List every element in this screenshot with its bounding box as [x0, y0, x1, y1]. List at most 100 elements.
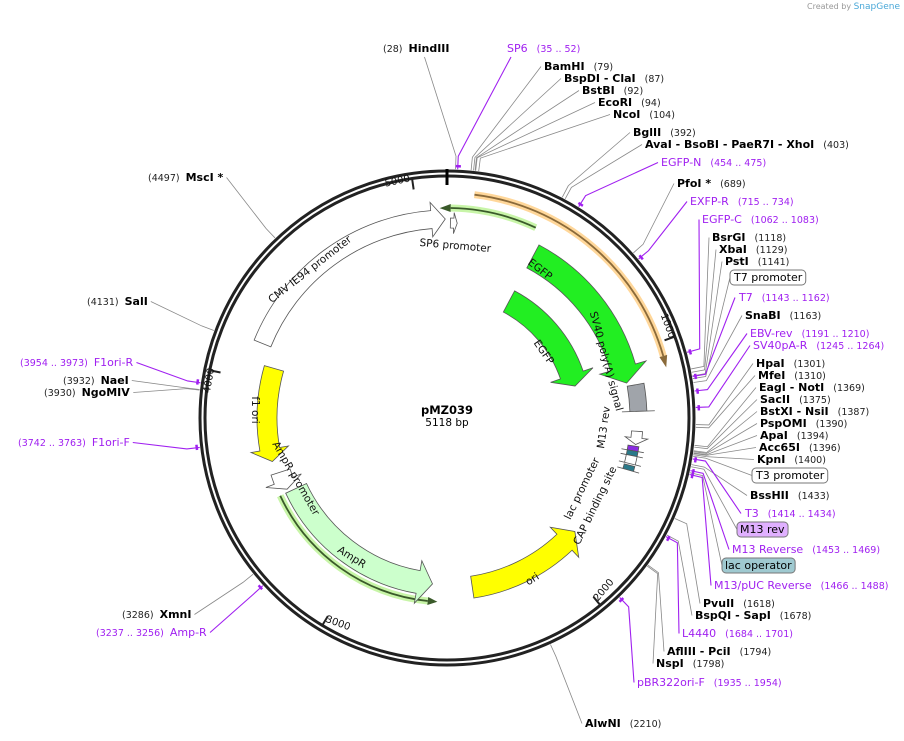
site-label-bsshii[interactable]: BssHII(1433) [750, 489, 829, 502]
site-label-bspqi-sapi[interactable]: BspQI - SapI(1678) [695, 609, 811, 622]
site-label-t7-promoter[interactable]: T7 promoter [729, 269, 807, 286]
site-label-l4440[interactable]: L4440(1684 .. 1701) [682, 627, 793, 640]
site-label-t3-promoter[interactable]: T3 promoter [751, 467, 829, 484]
site-label-ebv-rev[interactable]: EBV-rev(1191 .. 1210) [750, 327, 869, 340]
site-label-pspomi[interactable]: PspOMI(1390) [760, 417, 847, 430]
site-label-text[interactable]: SnaBI(1163) [745, 309, 821, 322]
site-label-text[interactable]: T3 promoter [755, 469, 825, 482]
site-label-text[interactable]: (28)HindIII [383, 42, 449, 55]
site-label-t7[interactable]: T7(1143 .. 1162) [738, 291, 830, 304]
site-label-text[interactable]: KpnI(1400) [757, 453, 826, 466]
site-label-text[interactable]: BssHII(1433) [750, 489, 829, 502]
site-label-text[interactable]: M13 Reverse(1453 .. 1469) [732, 543, 880, 556]
site-label-exfp-r[interactable]: EXFP-R(715 .. 734) [690, 195, 794, 208]
site-label-text[interactable]: AlwNI(2210) [585, 717, 661, 730]
site-label-alwni[interactable]: AlwNI(2210) [585, 717, 661, 730]
site-label-text[interactable]: BglII(392) [633, 126, 696, 139]
site-label-lac-operator[interactable]: lac operator [721, 557, 796, 574]
site-label-m13-reverse[interactable]: M13 Reverse(1453 .. 1469) [732, 543, 880, 556]
site-label-text[interactable]: ApaI(1394) [760, 429, 829, 442]
site-label-text[interactable]: NcoI(104) [613, 108, 675, 121]
site-label-xbai[interactable]: XbaI(1129) [719, 243, 787, 256]
site-label-sacii[interactable]: SacII(1375) [760, 393, 831, 406]
site-label-text[interactable]: M13 rev [740, 523, 785, 536]
site-label-bsrgi[interactable]: BsrGI(1118) [712, 231, 786, 244]
site-label-bspdi-clai[interactable]: BspDI - ClaI(87) [564, 72, 664, 85]
site-label-text[interactable]: EGFP-C(1062 .. 1083) [702, 213, 819, 226]
site-label-bstbi[interactable]: BstBI(92) [582, 84, 643, 97]
site-label-text[interactable]: pBR322ori-F(1935 .. 1954) [637, 676, 782, 689]
site-label-text[interactable]: BstBI(92) [582, 84, 643, 97]
site-label-sv40pa-r[interactable]: SV40pA-R(1245 .. 1264) [753, 339, 884, 352]
site-label-text[interactable]: SV40pA-R(1245 .. 1264) [753, 339, 884, 352]
site-label-text[interactable]: MfeI(1310) [758, 369, 826, 382]
site-label-avai-bsobi-paer7i-xhoi[interactable]: AvaI - BsoBI - PaeR7I - XhoI(403) [645, 138, 849, 151]
site-label-text[interactable]: (3742 .. 3763)F1ori-F [18, 436, 130, 449]
site-label-xmni[interactable]: (3286)XmnI [122, 608, 191, 621]
site-label-text[interactable]: EcoRI(94) [598, 96, 661, 109]
site-label-text[interactable]: PstI(1141) [725, 255, 789, 268]
site-label-text[interactable]: (4497)MscI * [148, 171, 224, 184]
site-label-naei[interactable]: (3932)NaeI [63, 374, 129, 387]
site-label-m13-puc-reverse[interactable]: M13/pUC Reverse(1466 .. 1488) [714, 579, 888, 592]
site-label-text[interactable]: PvuII(1618) [703, 597, 775, 610]
site-label-bstxi-nsii[interactable]: BstXI - NsiI(1387) [760, 405, 869, 418]
site-label-nspi[interactable]: NspI(1798) [656, 657, 724, 670]
site-label-ecori[interactable]: EcoRI(94) [598, 96, 661, 109]
site-label-apai[interactable]: ApaI(1394) [760, 429, 829, 442]
site-label-text[interactable]: (3954 .. 3973)F1ori-R [20, 356, 133, 369]
site-label-text[interactable]: EGFP-N(454 .. 475) [661, 156, 766, 169]
site-label-sp6[interactable]: SP6(35 .. 52) [507, 42, 580, 55]
site-label-text[interactable]: BspQI - SapI(1678) [695, 609, 811, 622]
site-label-hpai[interactable]: HpaI(1301) [756, 357, 825, 370]
site-label-pfoi-[interactable]: PfoI *(689) [677, 177, 746, 190]
site-label-pbr322ori-f[interactable]: pBR322ori-F(1935 .. 1954) [637, 676, 782, 689]
site-label-amp-r[interactable]: (3237 .. 3256)Amp-R [96, 626, 207, 639]
site-label-text[interactable]: EXFP-R(715 .. 734) [690, 195, 794, 208]
site-label-text[interactable]: T3(1414 .. 1434) [744, 507, 836, 520]
site-label-text[interactable]: M13/pUC Reverse(1466 .. 1488) [714, 579, 888, 592]
site-label-text[interactable]: lac operator [725, 559, 792, 572]
site-label-sali[interactable]: (4131)SalI [87, 295, 148, 308]
site-label-afliii-pcii[interactable]: AflIII - PciI(1794) [667, 645, 771, 658]
site-label-m13-rev[interactable]: M13 rev [736, 521, 789, 538]
site-label-text[interactable]: (3932)NaeI [63, 374, 129, 387]
site-label-text[interactable]: SacII(1375) [760, 393, 831, 406]
site-label-text[interactable]: PfoI *(689) [677, 177, 746, 190]
site-label-kpni[interactable]: KpnI(1400) [757, 453, 826, 466]
site-label-text[interactable]: BsrGI(1118) [712, 231, 786, 244]
site-label-text[interactable]: (3286)XmnI [122, 608, 191, 621]
site-label-text[interactable]: XbaI(1129) [719, 243, 787, 256]
site-label-ncoi[interactable]: NcoI(104) [613, 108, 675, 121]
site-label-egfp-c[interactable]: EGFP-C(1062 .. 1083) [702, 213, 819, 226]
site-label-text[interactable]: (3930)NgoMIV [44, 386, 130, 399]
site-label-eagi-noti[interactable]: EagI - NotI(1369) [759, 381, 865, 394]
site-label-text[interactable]: BstXI - NsiI(1387) [760, 405, 869, 418]
site-label-text[interactable]: PspOMI(1390) [760, 417, 847, 430]
site-label-text[interactable]: (3237 .. 3256)Amp-R [96, 626, 207, 639]
site-label-text[interactable]: (4131)SalI [87, 295, 148, 308]
site-label-hindiii[interactable]: (28)HindIII [383, 42, 449, 55]
site-label-egfp-n[interactable]: EGFP-N(454 .. 475) [661, 156, 766, 169]
site-label-snabi[interactable]: SnaBI(1163) [745, 309, 821, 322]
site-label-text[interactable]: BspDI - ClaI(87) [564, 72, 664, 85]
site-label-text[interactable]: Acc65I(1396) [759, 441, 841, 454]
site-label-msci-[interactable]: (4497)MscI * [148, 171, 224, 184]
site-label-acc65i[interactable]: Acc65I(1396) [759, 441, 841, 454]
site-label-text[interactable]: AflIII - PciI(1794) [667, 645, 771, 658]
site-label-text[interactable]: EagI - NotI(1369) [759, 381, 865, 394]
site-label-text[interactable]: EBV-rev(1191 .. 1210) [750, 327, 869, 340]
site-label-text[interactable]: SP6(35 .. 52) [507, 42, 580, 55]
site-label-text[interactable]: HpaI(1301) [756, 357, 825, 370]
site-label-bglii[interactable]: BglII(392) [633, 126, 696, 139]
site-label-f1ori-f[interactable]: (3742 .. 3763)F1ori-F [18, 436, 130, 449]
site-label-pvuii[interactable]: PvuII(1618) [703, 597, 775, 610]
site-label-text[interactable]: BamHI(79) [544, 60, 613, 73]
site-label-text[interactable]: NspI(1798) [656, 657, 724, 670]
site-label-mfei[interactable]: MfeI(1310) [758, 369, 826, 382]
site-label-text[interactable]: L4440(1684 .. 1701) [682, 627, 793, 640]
site-label-ngomiv[interactable]: (3930)NgoMIV [44, 386, 130, 399]
site-label-psti[interactable]: PstI(1141) [725, 255, 789, 268]
site-label-text[interactable]: T7(1143 .. 1162) [738, 291, 830, 304]
site-label-text[interactable]: AvaI - BsoBI - PaeR7I - XhoI(403) [645, 138, 849, 151]
